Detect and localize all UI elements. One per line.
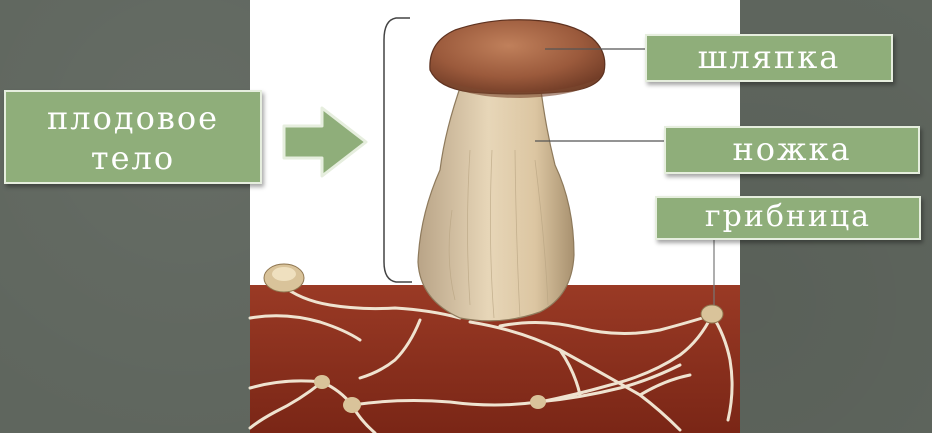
mushroom-stem	[418, 82, 574, 321]
fruit-body-bracket	[384, 18, 412, 282]
mushroom-cap	[430, 20, 605, 94]
mycelium-label: грибница	[655, 196, 921, 240]
right-arrow-icon	[284, 108, 366, 176]
fruit-body-label: плодовое тело	[4, 90, 262, 184]
fruit-body-label-line1: плодовое	[6, 98, 260, 138]
stem-label: ножка	[664, 126, 920, 174]
fruit-body-label-line2: тело	[6, 138, 260, 178]
cap-label: шляпка	[645, 34, 893, 82]
